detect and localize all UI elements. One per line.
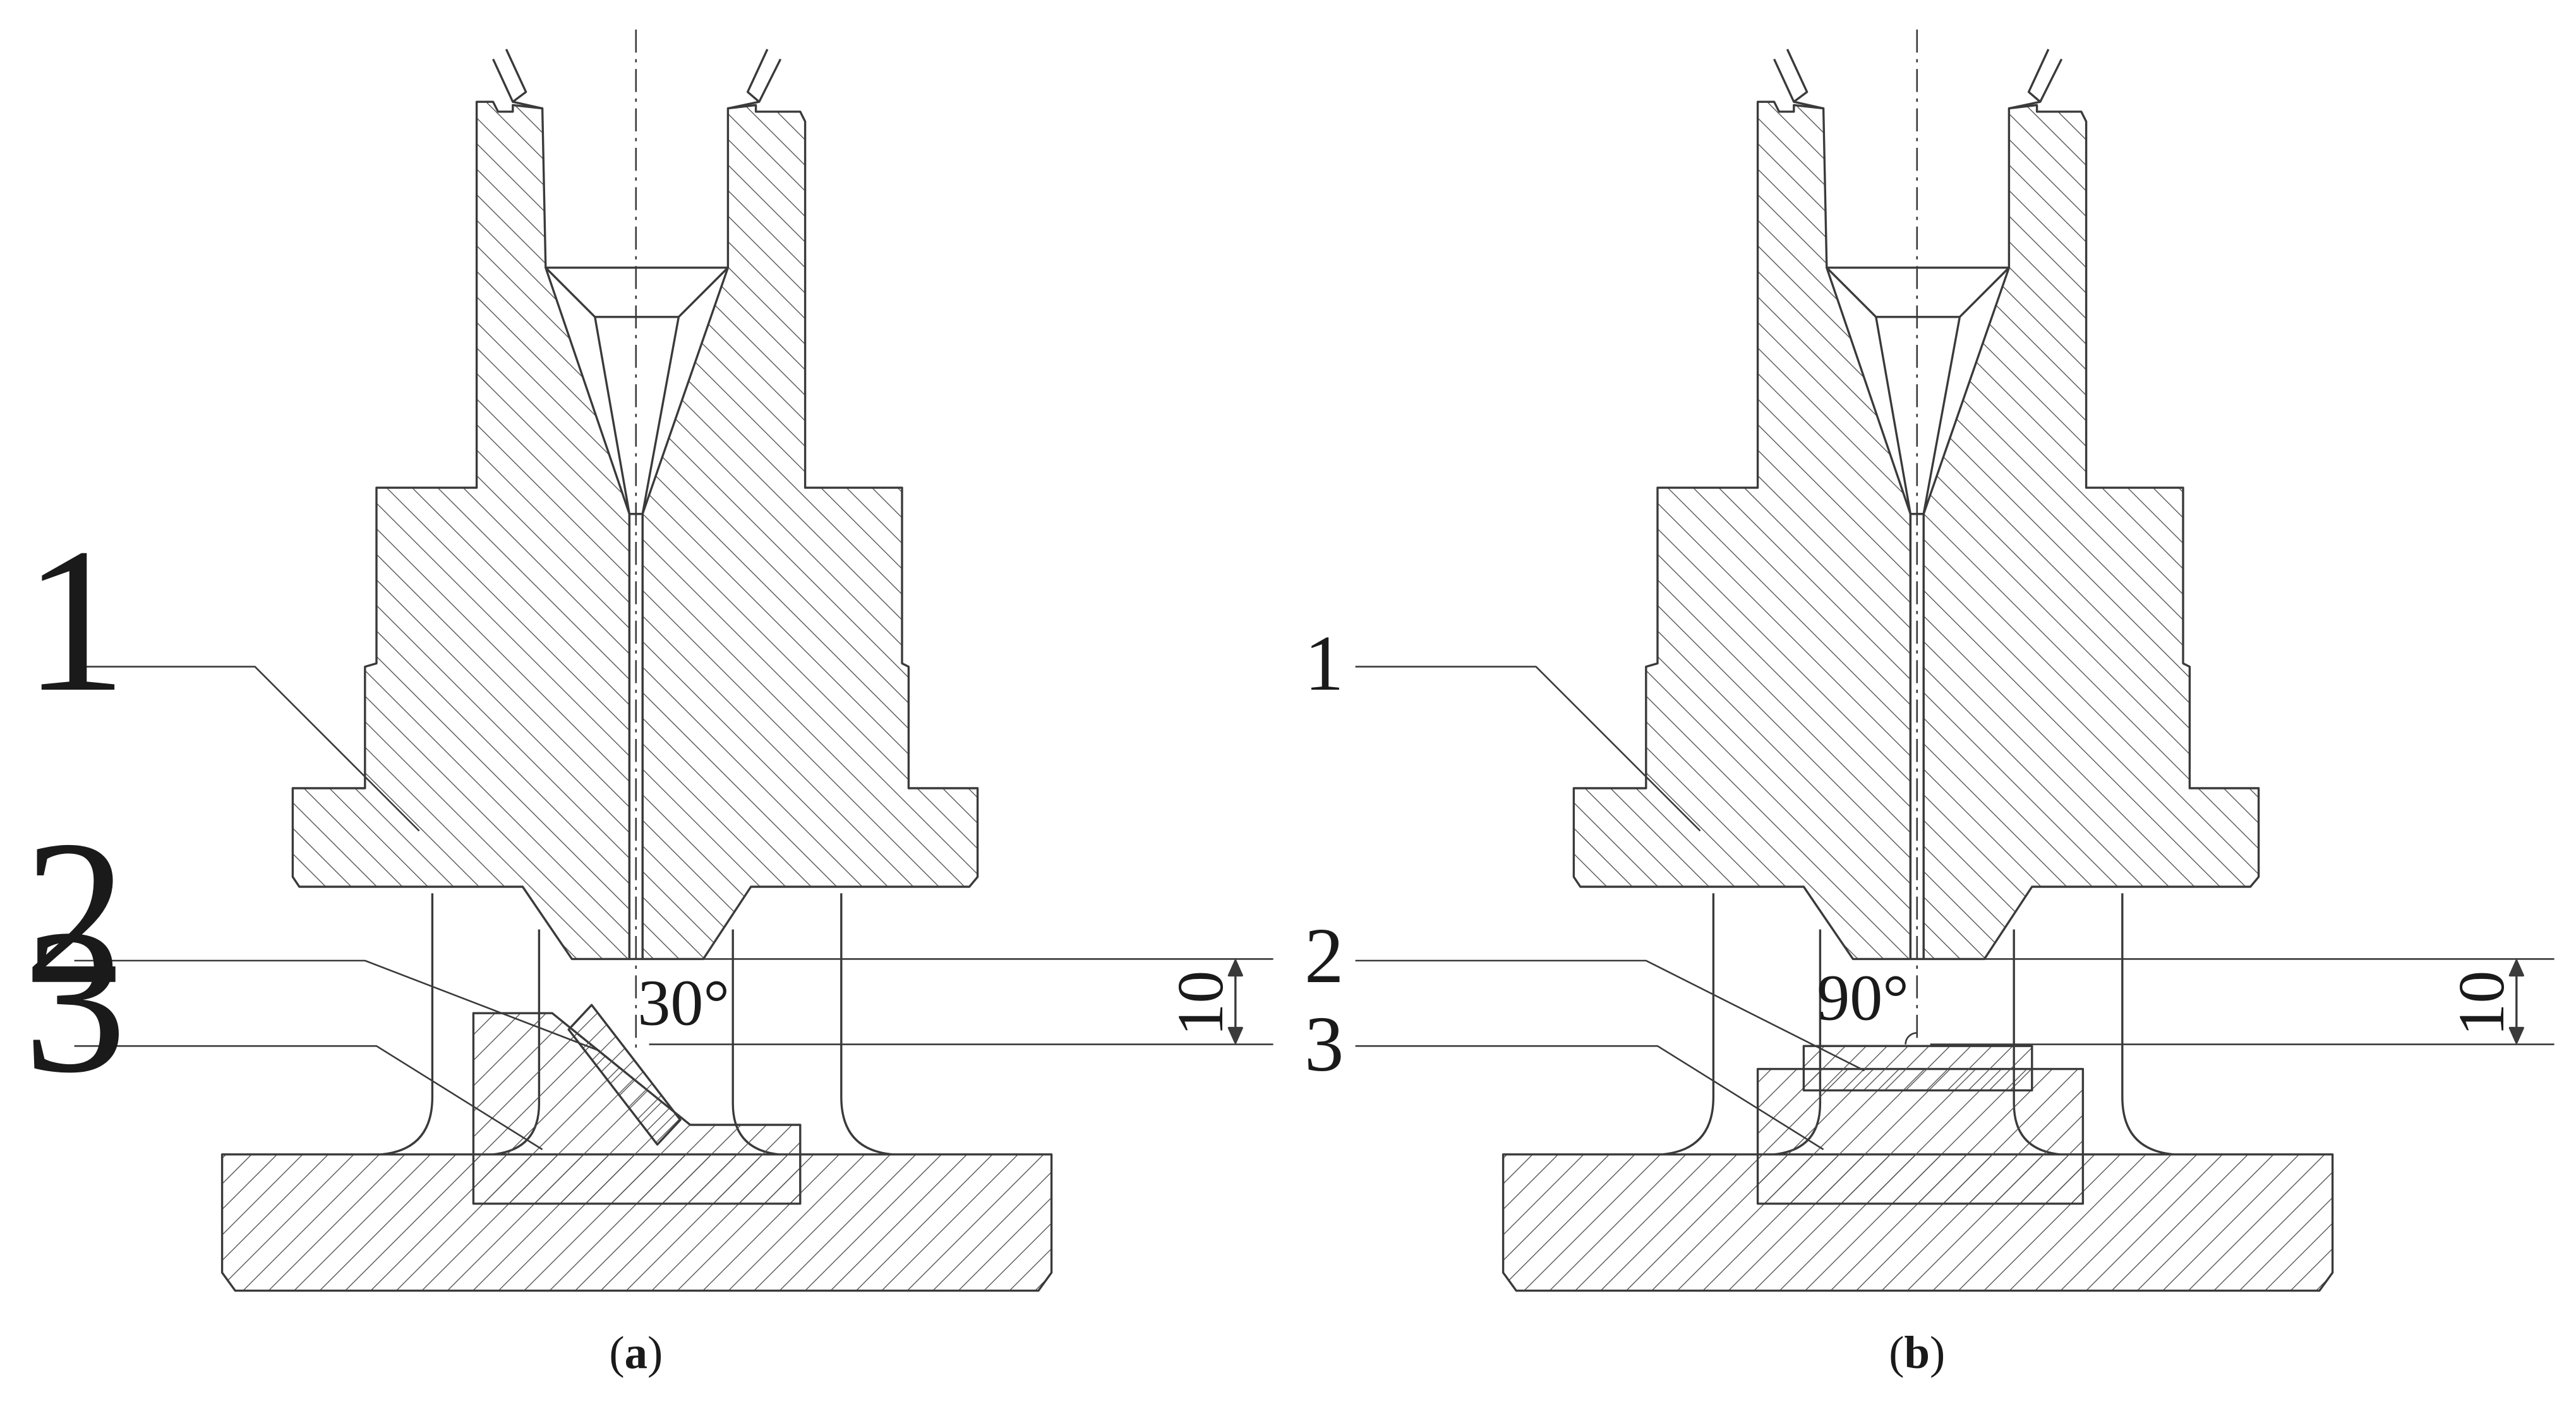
specimen-flat: [1802, 1045, 2033, 1092]
dimension-arrowhead-down: [1227, 1026, 1243, 1044]
grip-claw-right: [2009, 49, 2063, 110]
bore-channel: [628, 513, 644, 961]
support-column-right: [731, 893, 893, 1156]
base-plate: [220, 1153, 1053, 1292]
panel-caption: (b): [1889, 1327, 1945, 1378]
callout-3: 3: [1304, 1000, 1344, 1088]
dimension-label: 10: [1164, 971, 1237, 1036]
leader-line-1: [1355, 666, 1701, 832]
nozzle-body-left: [1572, 100, 1912, 961]
leader-line-3: [1355, 1045, 1824, 1151]
specimen-angled: [567, 1004, 682, 1146]
callout-2: 2: [23, 798, 127, 1027]
base-plate: [1502, 1153, 2334, 1292]
callout-3: 3: [23, 886, 127, 1115]
grip-claw-left: [492, 49, 543, 110]
nozzle-body-left: [291, 100, 631, 961]
angle-label: 90°: [1817, 962, 1909, 1035]
leader-line-2: [74, 959, 601, 1052]
dimension-label: 10: [2445, 971, 2518, 1036]
callout-2: 2: [1304, 912, 1344, 999]
panel-a: [74, 29, 1273, 1292]
callout-1: 1: [1304, 620, 1344, 707]
dimension-arrowhead-up: [2508, 959, 2524, 977]
bore-channel: [1909, 513, 1925, 961]
dimension-arrowhead-up: [1227, 959, 1243, 977]
grip-claw-left: [1773, 49, 1824, 110]
leader-line-1: [74, 666, 420, 832]
grip-claw-right: [728, 49, 782, 110]
nozzle-body-right: [1922, 104, 2260, 961]
panel-caption: (a): [609, 1327, 663, 1378]
angle-label: 30°: [637, 966, 730, 1039]
panel-b: [1355, 29, 2555, 1292]
dimension-arrowhead-down: [2508, 1026, 2524, 1044]
nozzle-body-right: [641, 104, 979, 961]
leader-line-2: [1355, 959, 1865, 1072]
callout-1: 1: [23, 505, 127, 735]
right-angle-marker: [1905, 1032, 1917, 1045]
leader-line-3: [74, 1045, 543, 1151]
